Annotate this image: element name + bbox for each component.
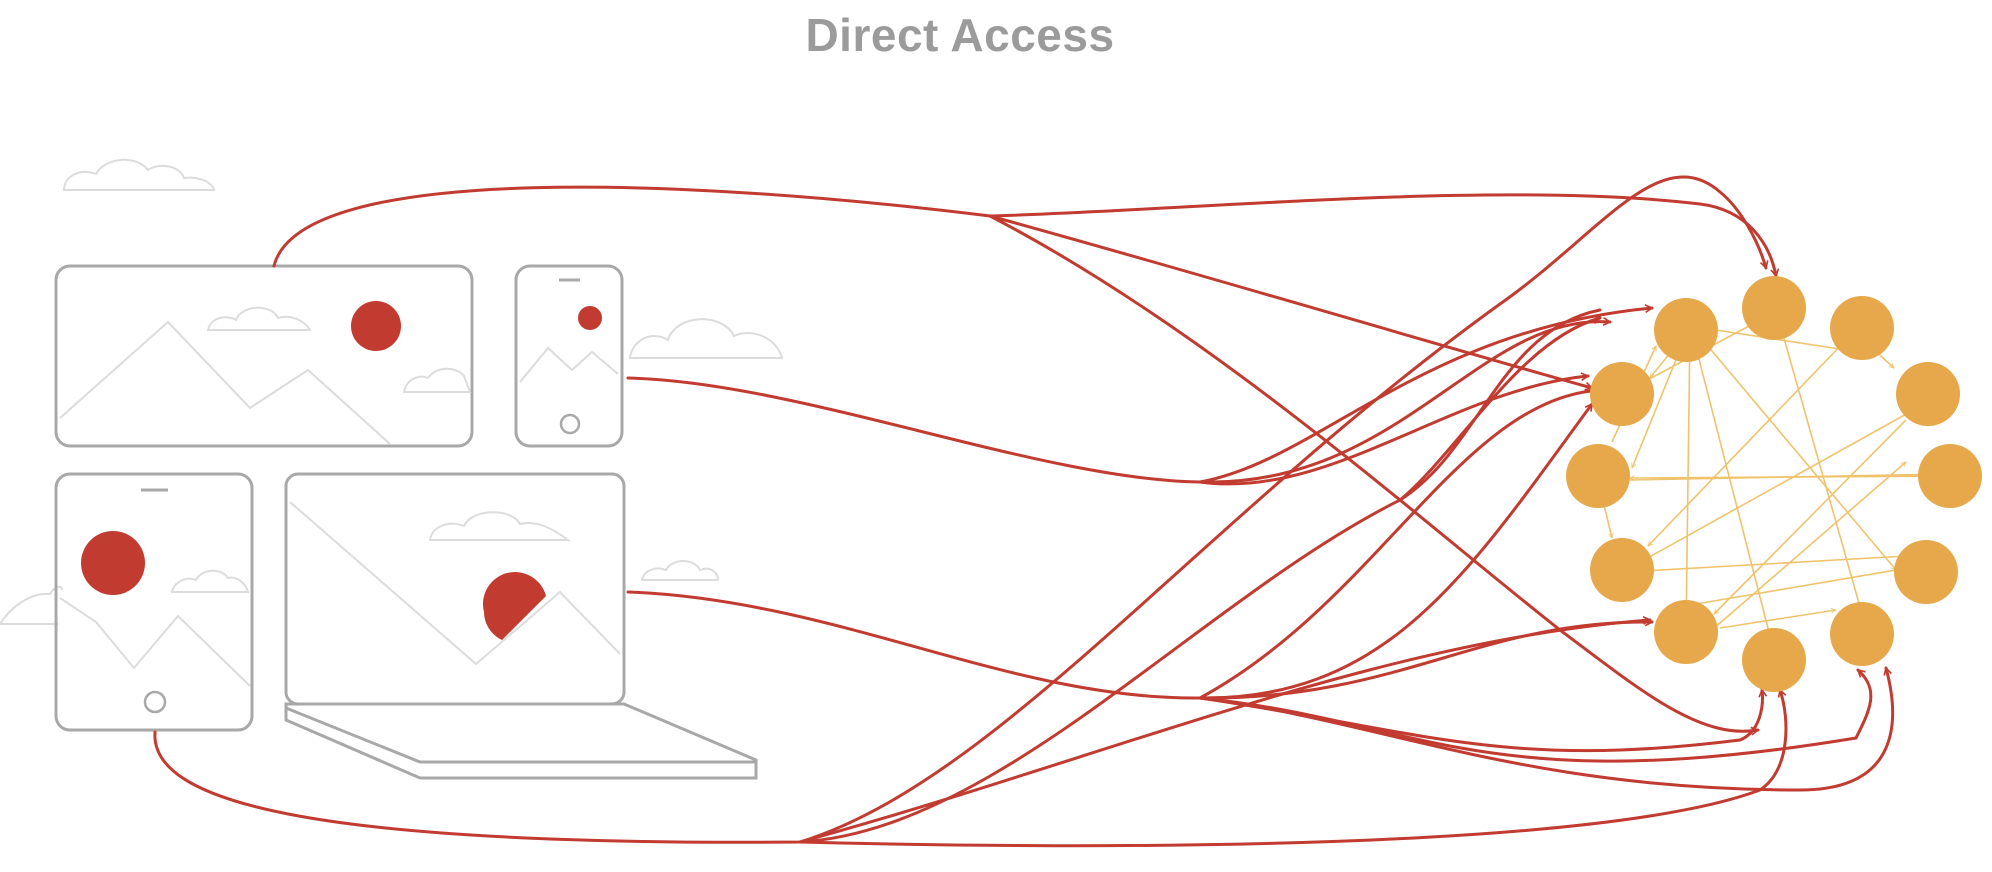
cloud-icon — [628, 318, 784, 359]
mountain-line — [289, 501, 621, 666]
service-node — [1590, 362, 1654, 426]
phone-device — [514, 264, 624, 448]
connection-line — [1198, 622, 1652, 700]
tv-device — [54, 264, 474, 448]
service-node — [1918, 444, 1982, 508]
service-mesh — [1597, 309, 1953, 636]
cloud-icon — [0, 585, 63, 625]
tablet-device — [54, 472, 254, 732]
diagram-title: Direct Access — [805, 9, 1115, 61]
connection-line — [1198, 690, 1762, 753]
mountain-line — [59, 320, 391, 445]
sun-icon — [578, 306, 602, 330]
mesh-edge — [1695, 568, 1908, 605]
cloud-icon — [402, 367, 472, 393]
service-node — [1742, 628, 1806, 692]
connection-line — [626, 402, 1594, 700]
service-nodes — [1566, 276, 1982, 692]
laptop-device — [284, 472, 758, 780]
mesh-edge — [1629, 474, 1948, 481]
sun-icon — [81, 531, 145, 595]
service-node — [1830, 296, 1894, 360]
laptop-base — [284, 702, 758, 780]
mesh-edge — [1711, 461, 1906, 631]
cloud-icon — [206, 306, 312, 331]
connection-line — [272, 185, 1776, 276]
laptop-base-line — [285, 706, 756, 764]
service-node — [1590, 538, 1654, 602]
connection-line — [1198, 388, 1602, 700]
mountain-line — [59, 597, 251, 687]
mesh-edge — [1648, 339, 1847, 546]
cloud-icon — [428, 511, 572, 541]
service-node — [1742, 276, 1806, 340]
cloud-icon — [62, 158, 216, 191]
connection-line — [1398, 318, 1600, 502]
mesh-edge — [1625, 556, 1906, 573]
mesh-edge — [1644, 411, 1911, 561]
tv-frame — [54, 264, 474, 448]
connection-line — [798, 690, 1788, 848]
tablet-frame — [54, 472, 254, 732]
mesh-edge — [1719, 610, 1836, 629]
cloud-icon — [640, 560, 720, 581]
service-node — [1894, 540, 1958, 604]
tablet-home-button — [143, 690, 167, 714]
service-node — [1830, 602, 1894, 666]
service-node — [1654, 600, 1718, 664]
connection-line — [798, 620, 1650, 844]
service-node — [1654, 298, 1718, 362]
phone-home-button — [559, 413, 581, 435]
direct-connections — [153, 175, 1895, 848]
sun-icon — [482, 572, 546, 640]
mesh-edge — [1714, 419, 1907, 614]
connection-line — [153, 308, 1602, 844]
sun-icon — [351, 301, 401, 351]
mountain-line — [519, 346, 619, 383]
service-node — [1896, 362, 1960, 426]
connection-line — [798, 175, 1766, 844]
connection-line — [1198, 376, 1588, 486]
cloud-icon — [170, 569, 250, 593]
connection-line — [1198, 668, 1895, 792]
laptop-screen — [284, 472, 626, 706]
mesh-edge — [1632, 339, 1685, 468]
connection-line — [988, 214, 1758, 731]
mesh-edge — [1695, 331, 1897, 570]
background-clouds — [0, 158, 784, 625]
mesh-edge — [1686, 329, 1691, 630]
service-node — [1566, 444, 1630, 508]
connection-line — [988, 214, 1592, 388]
phone-frame — [514, 264, 624, 448]
mesh-edge — [1691, 331, 1770, 636]
